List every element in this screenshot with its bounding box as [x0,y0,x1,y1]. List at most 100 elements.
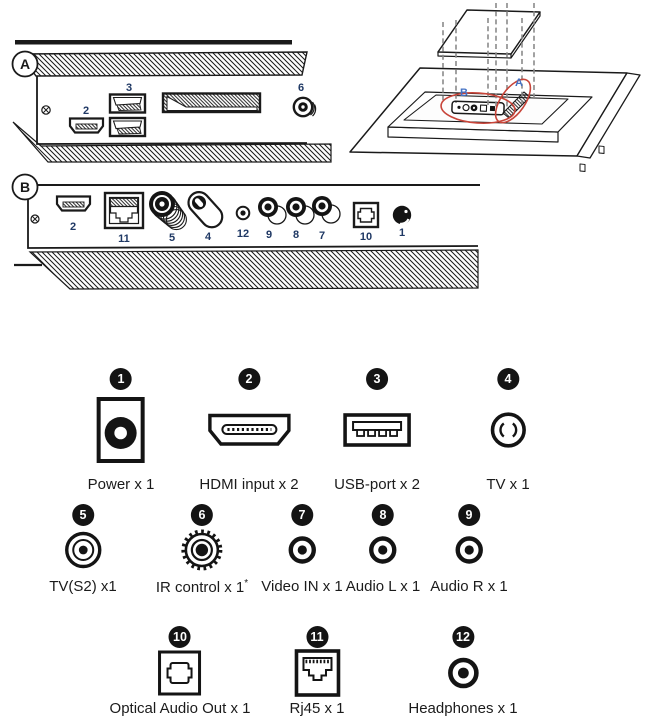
cover-plate [437,9,541,59]
legend-num-badge: 5 [71,504,94,526]
screw-icon [41,105,51,115]
legend-num-badge: 8 [372,504,394,526]
rj45-icon [294,649,340,697]
zone-a-highlight [494,78,532,124]
zone-a-label: A [515,77,523,89]
panel-b-rj45-port: 11 [103,191,145,245]
legend-item-video-in: 7 Video IN x 1 [261,504,343,595]
legend-caption: TV x 1 [486,476,530,493]
legend-caption: USB-port x 2 [334,476,420,493]
panel-a-ci-slot [161,92,262,114]
panel-b-headphones-port: 12 [235,205,251,240]
ir-control-icon [181,529,223,571]
panel-b-bottom-bezel [28,249,479,290]
legend-caption: Video IN x 1 [261,578,343,595]
legend-item-power: 1 Power x 1 [87,368,155,493]
legend-caption: Audio L x 1 [345,578,421,595]
headphones-icon [447,657,479,689]
tv-rear-view: B A [349,3,641,172]
legend-caption: Headphones x 1 [408,700,518,717]
video-in-icon [288,536,316,564]
alignment-dashed-lines [442,3,535,109]
panel-a: A 2 3 6 [11,40,332,163]
svg-text:12: 12 [237,228,249,240]
panel-b-optical-port: 10 [352,201,380,243]
panel-b-satellite-port: 5 [149,191,187,244]
svg-text:8: 8 [293,229,299,241]
legend-num-badge: 12 [452,626,474,648]
optical-out-icon [158,650,202,696]
power-jack-icon [96,397,145,463]
legend-item-usb: 3 USB-port x 2 [334,368,420,493]
tv-side-face [576,72,641,159]
svg-text:B: B [20,179,30,195]
legend-caption: TV(S2) x1 [49,578,117,595]
svg-text:2: 2 [70,221,76,233]
satellite-icon [64,531,102,569]
svg-text:11: 11 [118,233,130,245]
top-rule [15,40,292,45]
svg-text:10: 10 [360,231,372,243]
panel-b-power-port: 1 [392,205,412,239]
legend-item-rj45: 11 Rj45 x 1 [289,626,345,717]
panel-a-top-bezel [18,51,308,77]
legend-caption: IR control x 1* [155,578,249,596]
legend-num-badge: 2 [237,368,260,390]
panel-a-ir-port: 6 [292,82,317,118]
svg-text:5: 5 [169,232,175,244]
panel-b-audio-l-port: 8 [286,197,315,241]
hdmi-icon [207,413,291,446]
legend-item-audio-r: 9 Audio R x 1 [430,504,508,595]
svg-text:1: 1 [399,227,405,239]
legend-item-optical-out: 10 Optical Audio Out x 1 [109,626,251,717]
legend-num-badge: 9 [457,504,480,526]
panel-b-video-in-port: 7 [312,196,341,242]
zone-b-label: B [460,87,468,99]
audio-r-icon [455,536,483,564]
side-connector-mark [598,145,605,154]
svg-text:9: 9 [266,229,272,241]
svg-text:6: 6 [298,82,304,94]
svg-text:3: 3 [126,82,132,94]
legend-caption: Optical Audio Out x 1 [109,700,251,717]
legend-caption: Rj45 x 1 [289,700,345,717]
audio-l-icon [369,536,397,564]
legend-item-headphones: 12 Headphones x 1 [408,626,518,717]
panel-a-hdmi-port: 2 [68,105,105,134]
legend-num-badge: 7 [290,504,313,526]
legend-caption: HDMI input x 2 [199,476,299,493]
svg-text:7: 7 [319,230,325,242]
tv-antenna-icon [490,412,526,448]
panel-a-bottom-bezel [12,121,332,163]
zone-b-highlight [440,92,516,124]
legend-num-badge: 6 [191,504,213,526]
connection-panels-diagram: A 2 3 6 [11,3,641,290]
legend-item-tv: 4 TV x 1 [486,368,530,493]
panel-b-audio-r-port: 9 [258,197,287,241]
screw-icon [30,214,40,224]
legend-caption: Power x 1 [87,476,155,493]
svg-text:4: 4 [205,231,212,243]
panel-b-label-circle: B [11,173,39,201]
legend-num-badge: 11 [306,626,328,648]
panel-b-tv-antenna-port: 4 [187,191,224,243]
legend-item-satellite: 5 TV(S2) x1 [49,504,117,595]
usb-icon [343,413,411,447]
legend-item-ir-control: 6 IR control x 1* [156,504,248,596]
panel-b-hdmi-port: 2 [55,195,92,233]
legend-num-badge: 4 [496,368,519,390]
recess-a-slot [502,91,531,119]
legend-caption: Audio R x 1 [430,578,508,595]
panel-a-usb-ports: 3 [108,82,147,138]
panel-b: B 2 11 [11,173,480,290]
side-connector-mark [579,163,586,172]
svg-text:2: 2 [83,105,89,117]
legend-item-hdmi: 2 HDMI input x 2 [199,368,299,493]
panel-a-label-circle: A [11,50,39,78]
connector-strip [451,100,505,116]
legend-item-audio-l: 8 Audio L x 1 [345,504,421,595]
legend-num-badge: 3 [366,368,388,390]
svg-text:A: A [20,56,30,72]
legend-num-badge: 1 [109,368,132,390]
